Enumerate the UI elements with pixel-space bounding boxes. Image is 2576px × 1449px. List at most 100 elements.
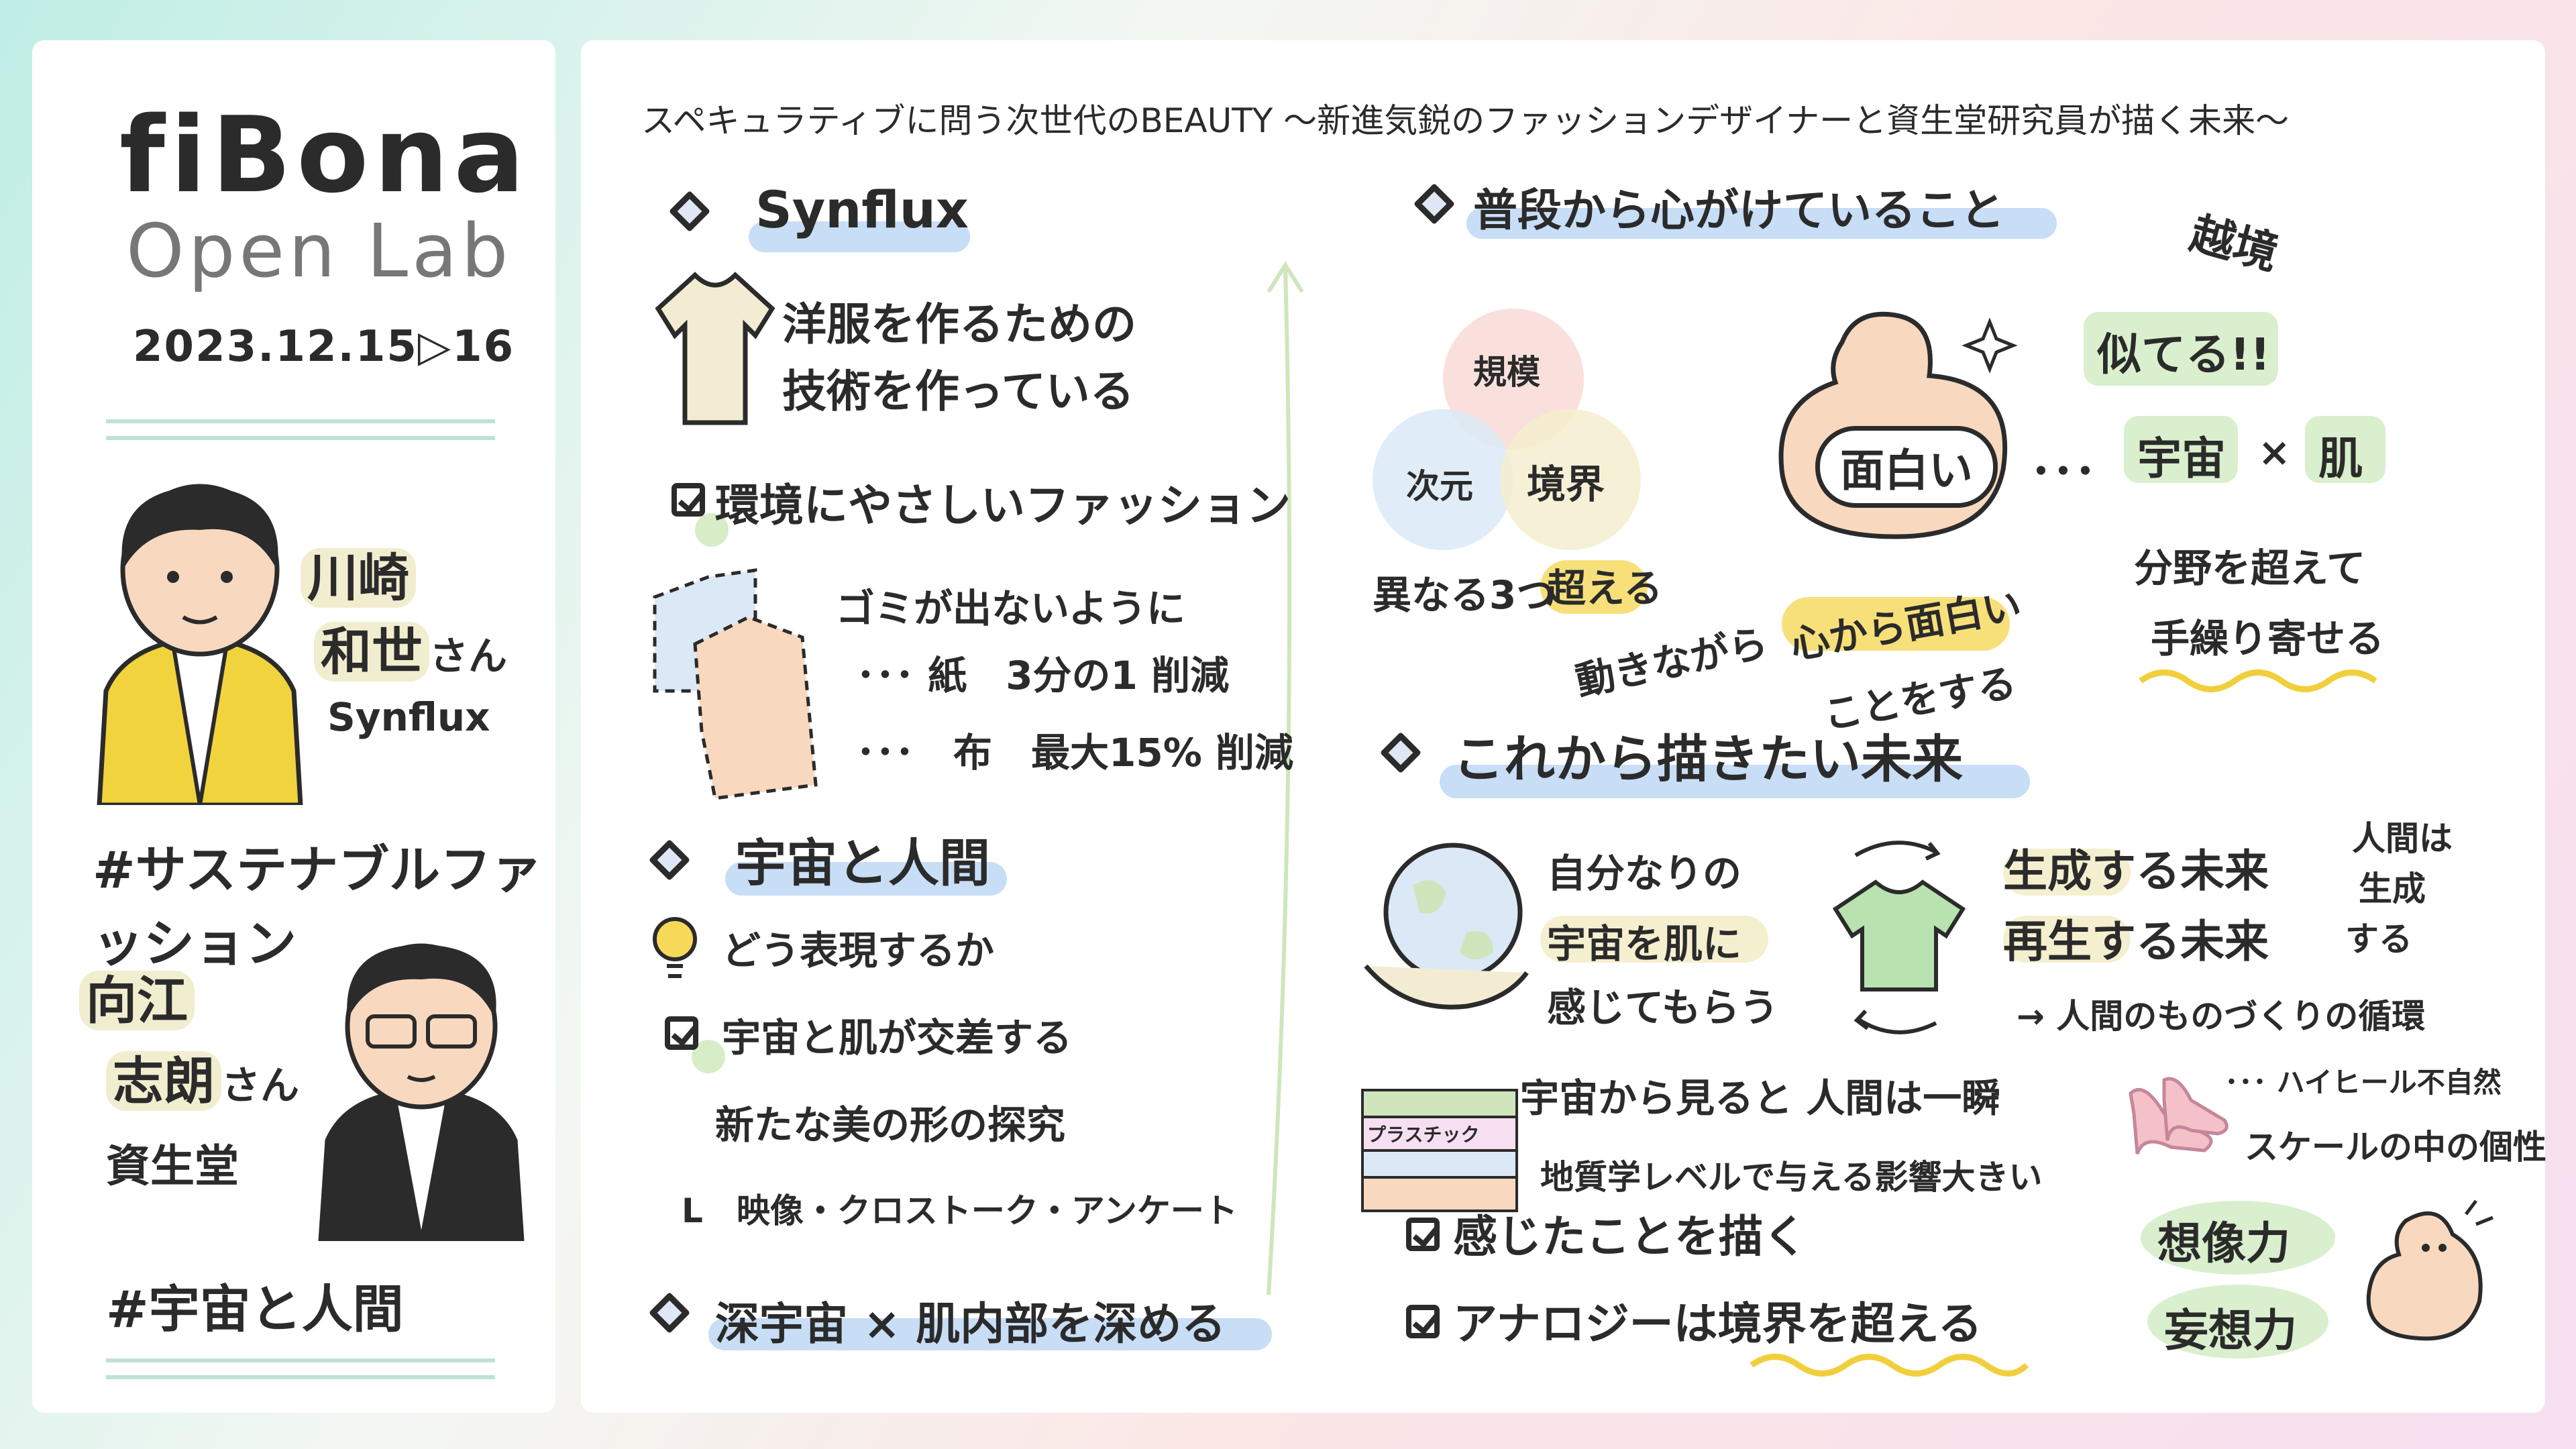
timeline-arrow-icon — [1267, 261, 1304, 1295]
highlight — [708, 1318, 1272, 1350]
venn-boundary: 境界 — [1527, 462, 1605, 507]
check-dot — [695, 513, 729, 547]
highlight — [725, 862, 1007, 896]
diamond-bullet-icon — [1413, 182, 1456, 225]
venn-dimension: 次元 — [1406, 467, 1473, 506]
highlight — [1540, 916, 1768, 963]
geological-impact: 地質学レベルで与える影響大きい — [1540, 1158, 2043, 1197]
skin-label: 肌 — [2318, 433, 2363, 484]
synflux-desc-line2: 技術を作っている — [782, 366, 1134, 417]
plastic-layer-label: プラスチック — [1367, 1124, 1480, 1146]
person1-honorific: さん — [429, 633, 508, 679]
beyond-fields-line2: 手繰り寄せる — [2151, 616, 2385, 661]
pattern-pieces-icon — [653, 568, 818, 800]
space-human-heading: 宇宙と人間 — [735, 833, 990, 893]
divider — [106, 436, 495, 440]
highlight — [1466, 208, 2057, 239]
venn-scale: 規模 — [1473, 353, 1540, 392]
diamond-bullet-icon — [648, 839, 691, 881]
person2-name-line2: 志朗 — [106, 1051, 221, 1111]
deep-space-skin: 深宇宙 × 肌内部を深める — [715, 1298, 1226, 1350]
globe-in-hand-icon — [1364, 843, 1529, 1010]
self-line1: 自分なりの — [1547, 851, 1742, 896]
cloth-reduction: ･･･ 布 最大15% 削減 — [856, 730, 1294, 775]
media-formats: L 映像・クロストーク・アンケート — [682, 1191, 1238, 1230]
highlight — [2084, 312, 2278, 386]
self-line3: 感じてもらう — [1547, 985, 1779, 1030]
geology-layers-icon — [1361, 1089, 1518, 1212]
highlight — [1782, 597, 2010, 651]
highlight — [2305, 416, 2385, 483]
venn-caption-b: 超える — [1547, 566, 1663, 611]
individuality-in-scale: スケールの中の個性 — [2245, 1128, 2546, 1167]
high-heels-icon — [2129, 1077, 2229, 1155]
space-skin-cross: 宇宙と肌が交差する — [722, 1015, 1073, 1061]
shirt-icon — [655, 272, 775, 425]
highlight — [749, 221, 970, 252]
highlight — [1440, 765, 2030, 798]
synflux-heading: Synflux — [755, 180, 969, 239]
divider — [106, 419, 495, 423]
regenerating-future: 再生する未来 — [2003, 916, 2269, 967]
no-waste: ゴミが出ないように — [836, 586, 1185, 631]
mukae-portrait-icon — [318, 943, 525, 1241]
analogy-crosses-boundary: アナロジーは境界を超える — [1453, 1298, 1982, 1350]
speaker-panel: fiBona Open Lab 2023.12.15▷16 川崎 和世さん Sy… — [32, 40, 555, 1413]
highlight — [2003, 849, 2131, 896]
fun-bubble: 面白い — [1815, 426, 1998, 508]
synflux-desc-line1: 洋服を作るための — [782, 299, 1136, 350]
person2-org: 資生堂 — [106, 1140, 239, 1192]
checkbox-icon — [1406, 1305, 1440, 1338]
page-title: スペキュラティブに問う次世代のBEAUTY 〜新進気鋭のファッションデザイナーと… — [641, 101, 2290, 140]
open-lab-subtitle: Open Lab — [126, 208, 513, 294]
human-line1: 人間は — [2352, 819, 2453, 858]
human-line3: する — [2345, 920, 2412, 959]
person1-name-line2: 和世 — [314, 622, 429, 682]
similar-label: 似てる!! — [2097, 329, 2271, 380]
high-heel-unnatural: ･･･ ハイヒール不自然 — [2224, 1066, 2502, 1099]
person2-name-line1: 向江 — [79, 971, 195, 1030]
eco-fashion: 環境にやさしいファッション — [715, 480, 1291, 531]
wavy-underline — [2139, 669, 2377, 692]
generating-future: 生成する未来 — [2003, 845, 2269, 897]
wavy-underline — [1750, 1354, 2029, 1377]
checkbox-icon — [1406, 1218, 1440, 1251]
times-symbol: × — [2258, 429, 2291, 475]
person2-honorific: さん — [221, 1063, 300, 1108]
human-line2: 生成 — [2359, 869, 2426, 908]
diamond-bullet-icon — [1379, 731, 1422, 774]
speech-bubbles-icon — [2141, 1201, 2335, 1358]
checkbox-icon — [672, 483, 705, 517]
draw-what-felt: 感じたことを描く — [1453, 1211, 1807, 1263]
fibona-logo: fiBona — [119, 94, 530, 216]
fantasy: 妄想力 — [2164, 1305, 2297, 1356]
daily-heading: 普段から心がけていること — [1473, 184, 2004, 236]
three-circles-venn-icon — [1373, 309, 1641, 550]
ellipsis: ･･･ — [2030, 446, 2096, 498]
new-beauty-exploration: 新たな美の形の探究 — [715, 1102, 1066, 1148]
divider — [106, 1358, 495, 1362]
human-moment: 宇宙から見ると 人間は一瞬 — [1520, 1075, 2001, 1121]
beyond-fields-line1: 分野を超えて — [2134, 545, 2366, 591]
hashtag-space-human: #宇宙と人間 — [106, 1279, 404, 1339]
hashtag-sustainable-fashion: #サステナブルファッション — [93, 840, 543, 973]
person1-org: Synflux — [327, 694, 490, 740]
person1-name-line1: 川崎 — [301, 548, 416, 608]
diamond-bullet-icon — [668, 190, 711, 233]
highlight — [2124, 416, 2238, 483]
event-date: 2023.12.15▷16 — [133, 322, 515, 372]
crossing-label: 越境 — [2184, 207, 2284, 280]
move-text-a: 動きながら — [1572, 619, 1772, 705]
paper-reduction: ･･･ 紙 3分の1 削減 — [856, 653, 1230, 698]
self-line2: 宇宙を肌に — [1547, 921, 1742, 967]
cycle-shirt-icon — [1832, 841, 1966, 1034]
diamond-bullet-icon — [648, 1291, 691, 1334]
venn-caption-a: 異なる3つ — [1373, 572, 1556, 618]
how-to-express: どう表現するか — [722, 928, 995, 973]
lightbulb-icon — [653, 917, 697, 978]
graphic-record-main: スペキュラティブに問う次世代のBEAUTY 〜新進気鋭のファッションデザイナーと… — [581, 40, 2546, 1413]
kawasaki-portrait-icon — [97, 484, 303, 805]
future-heading: これから描きたい未来 — [1453, 729, 1963, 789]
highlight — [2003, 916, 2131, 963]
imagination: 想像力 — [2157, 1218, 2290, 1269]
